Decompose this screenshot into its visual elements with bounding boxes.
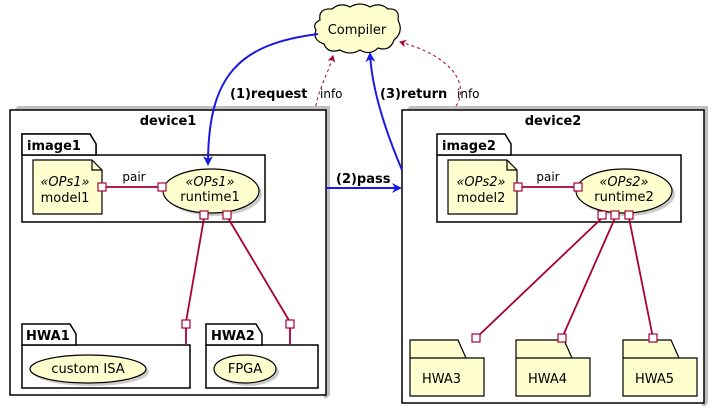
pair-label-1: pair xyxy=(122,170,145,184)
model1-stereotype: «OPs1» xyxy=(40,175,89,190)
custom-isa-label: custom ISA xyxy=(51,362,124,377)
info-label-2: info xyxy=(457,87,480,101)
link-runtime2-hwa3 xyxy=(475,217,603,339)
link-runtime2-hwa4 xyxy=(561,217,616,339)
link-runtime1-hwa2 xyxy=(227,217,291,323)
hwa2-port xyxy=(285,319,295,329)
model2-stereotype: «OPs2» xyxy=(456,175,505,190)
info-label-1: info xyxy=(320,87,343,101)
runtime1-label: runtime1 xyxy=(180,190,239,205)
runtime2-port-a xyxy=(597,210,607,220)
runtime1-pair-port xyxy=(157,182,167,192)
model2-note: «OPs2» model2 xyxy=(447,159,518,215)
info-arrow-2 xyxy=(399,39,461,107)
model1-port xyxy=(97,182,107,192)
runtime2-port-b xyxy=(610,210,620,220)
hwa1-port xyxy=(181,319,191,329)
pass-label: (2)pass xyxy=(336,172,391,187)
info-arrow-1 xyxy=(315,55,336,107)
image2-title: image2 xyxy=(442,139,496,154)
hwa4-port xyxy=(557,333,567,343)
runtime2-stereotype: «OPs2» xyxy=(599,175,648,190)
runtime2-pair-port xyxy=(573,182,583,192)
hwa3-label: HWA3 xyxy=(422,372,461,387)
request-label: (1)request xyxy=(230,87,308,102)
image1-title: image1 xyxy=(27,139,81,154)
hwa1-title: HWA1 xyxy=(26,329,70,344)
runtime1-stereotype: «OPs1» xyxy=(185,175,234,190)
model2-port xyxy=(513,182,523,192)
hwa1-package: HWA1 custom ISA xyxy=(21,323,191,389)
hwa3-port xyxy=(471,333,481,343)
hwa5-port xyxy=(648,333,658,343)
runtime1-port-b xyxy=(222,210,232,220)
link-runtime1-hwa1 xyxy=(185,217,205,323)
runtime2-port-c xyxy=(624,210,634,220)
hwa2-package: HWA2 FPGA xyxy=(205,323,319,389)
return-arrow xyxy=(365,52,403,171)
device1-title: device1 xyxy=(140,114,197,129)
request-arrow xyxy=(203,33,319,166)
return-label: (3)return xyxy=(380,87,447,102)
runtime1-usecase: «OPs1» runtime1 xyxy=(162,168,262,216)
compiler-cloud: Compiler xyxy=(314,3,401,54)
hwa5-label: HWA5 xyxy=(635,372,674,387)
runtime1-port-a xyxy=(199,210,209,220)
pair-label-2: pair xyxy=(536,170,559,184)
fpga-label: FPGA xyxy=(228,362,262,377)
compiler-label: Compiler xyxy=(328,23,387,38)
hwa5-folder: HWA5 xyxy=(622,339,698,397)
link-runtime2-hwa5 xyxy=(628,217,654,339)
device2-title: device2 xyxy=(525,114,582,129)
runtime2-label: runtime2 xyxy=(594,190,653,205)
hwa3-folder: HWA3 xyxy=(409,339,485,397)
model1-label: model1 xyxy=(41,191,90,206)
hwa4-label: HWA4 xyxy=(528,372,567,387)
model1-note: «OPs1» model1 xyxy=(32,159,103,215)
model2-label: model2 xyxy=(457,191,506,206)
hwa2-title: HWA2 xyxy=(211,329,255,344)
